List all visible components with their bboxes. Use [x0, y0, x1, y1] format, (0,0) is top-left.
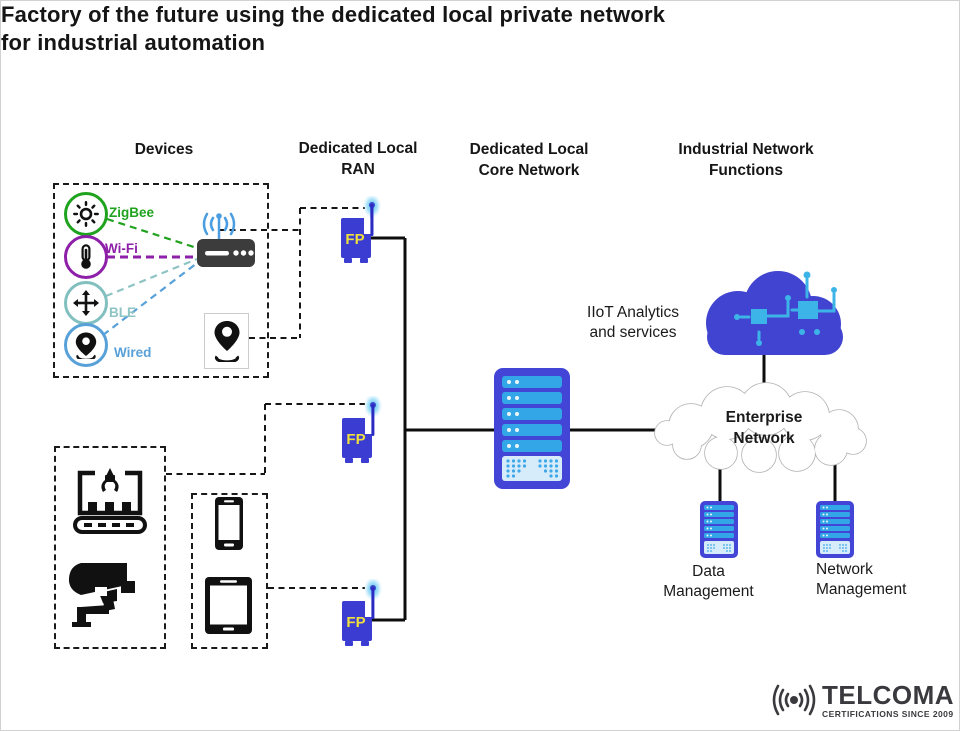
- fp-base-station-2: FP: [342, 396, 383, 463]
- ble-label: BLE: [109, 305, 136, 320]
- fp-label: FP: [346, 431, 365, 448]
- logo-tagline-text: CERTIFICATIONS SINCE 2009: [822, 708, 954, 719]
- location-pin-icon: [214, 321, 239, 362]
- mobile-devices-box: [191, 493, 268, 649]
- zigbee-label: ZigBee: [109, 205, 155, 220]
- header-industrial-network-functions: Industrial Network Functions: [678, 141, 814, 179]
- header-devices: Devices: [134, 141, 194, 158]
- ble-device: [64, 281, 108, 325]
- wired-device: [64, 323, 108, 367]
- network-management-server-icon: [816, 501, 854, 558]
- location-pin-icon: [75, 332, 97, 359]
- sun-icon: [73, 201, 99, 227]
- header-dedicated-local-core: Dedicated Local Core Network: [469, 141, 589, 179]
- fp-label: FP: [346, 614, 365, 631]
- fp-label: FP: [345, 231, 364, 248]
- router-icon: [197, 212, 255, 267]
- title-line-2: for industrial automation: [1, 30, 266, 55]
- wifi-device: [64, 235, 108, 279]
- move-arrows-icon: [73, 290, 99, 316]
- fp-base-station-3: FP: [342, 579, 383, 646]
- iiot-cloud-icon: [706, 271, 843, 355]
- zigbee-device: [64, 192, 108, 236]
- cctv-camera-icon: [68, 563, 135, 627]
- page-title: Factory of the future using the dedicate…: [1, 1, 781, 57]
- enterprise-network-label: Enterprise Network: [725, 409, 803, 447]
- core-server-icon: [494, 368, 570, 489]
- logo-brand-text: TELCOMA: [822, 679, 955, 710]
- location-pin-box: [204, 313, 249, 369]
- fp-base-station-1: FP: [341, 196, 382, 263]
- header-dedicated-local-ran: Dedicated Local RAN: [298, 140, 418, 178]
- tablet-icon: [205, 577, 252, 634]
- title-line-1: Factory of the future using the dedicate…: [1, 2, 666, 27]
- circuit-traces: [739, 277, 836, 341]
- network-management-label: Network Management: [816, 561, 907, 598]
- signal-icon: [772, 684, 816, 716]
- smartphone-icon: [215, 497, 243, 550]
- factory-devices-box: [54, 446, 166, 649]
- robotic-arm-conveyor-icon: [73, 468, 147, 534]
- wifi-label: Wi-Fi: [105, 241, 138, 256]
- telcoma-logo: TELCOMA CERTIFICATIONS SINCE 2009: [771, 680, 954, 720]
- data-management-label: Data Management: [663, 563, 754, 600]
- data-management-server-icon: [700, 501, 738, 558]
- wired-label: Wired: [114, 345, 152, 360]
- iiot-analytics-label: IIoT Analytics and services: [587, 304, 679, 341]
- thermometer-icon: [81, 244, 91, 269]
- devices-group-box: [53, 183, 269, 378]
